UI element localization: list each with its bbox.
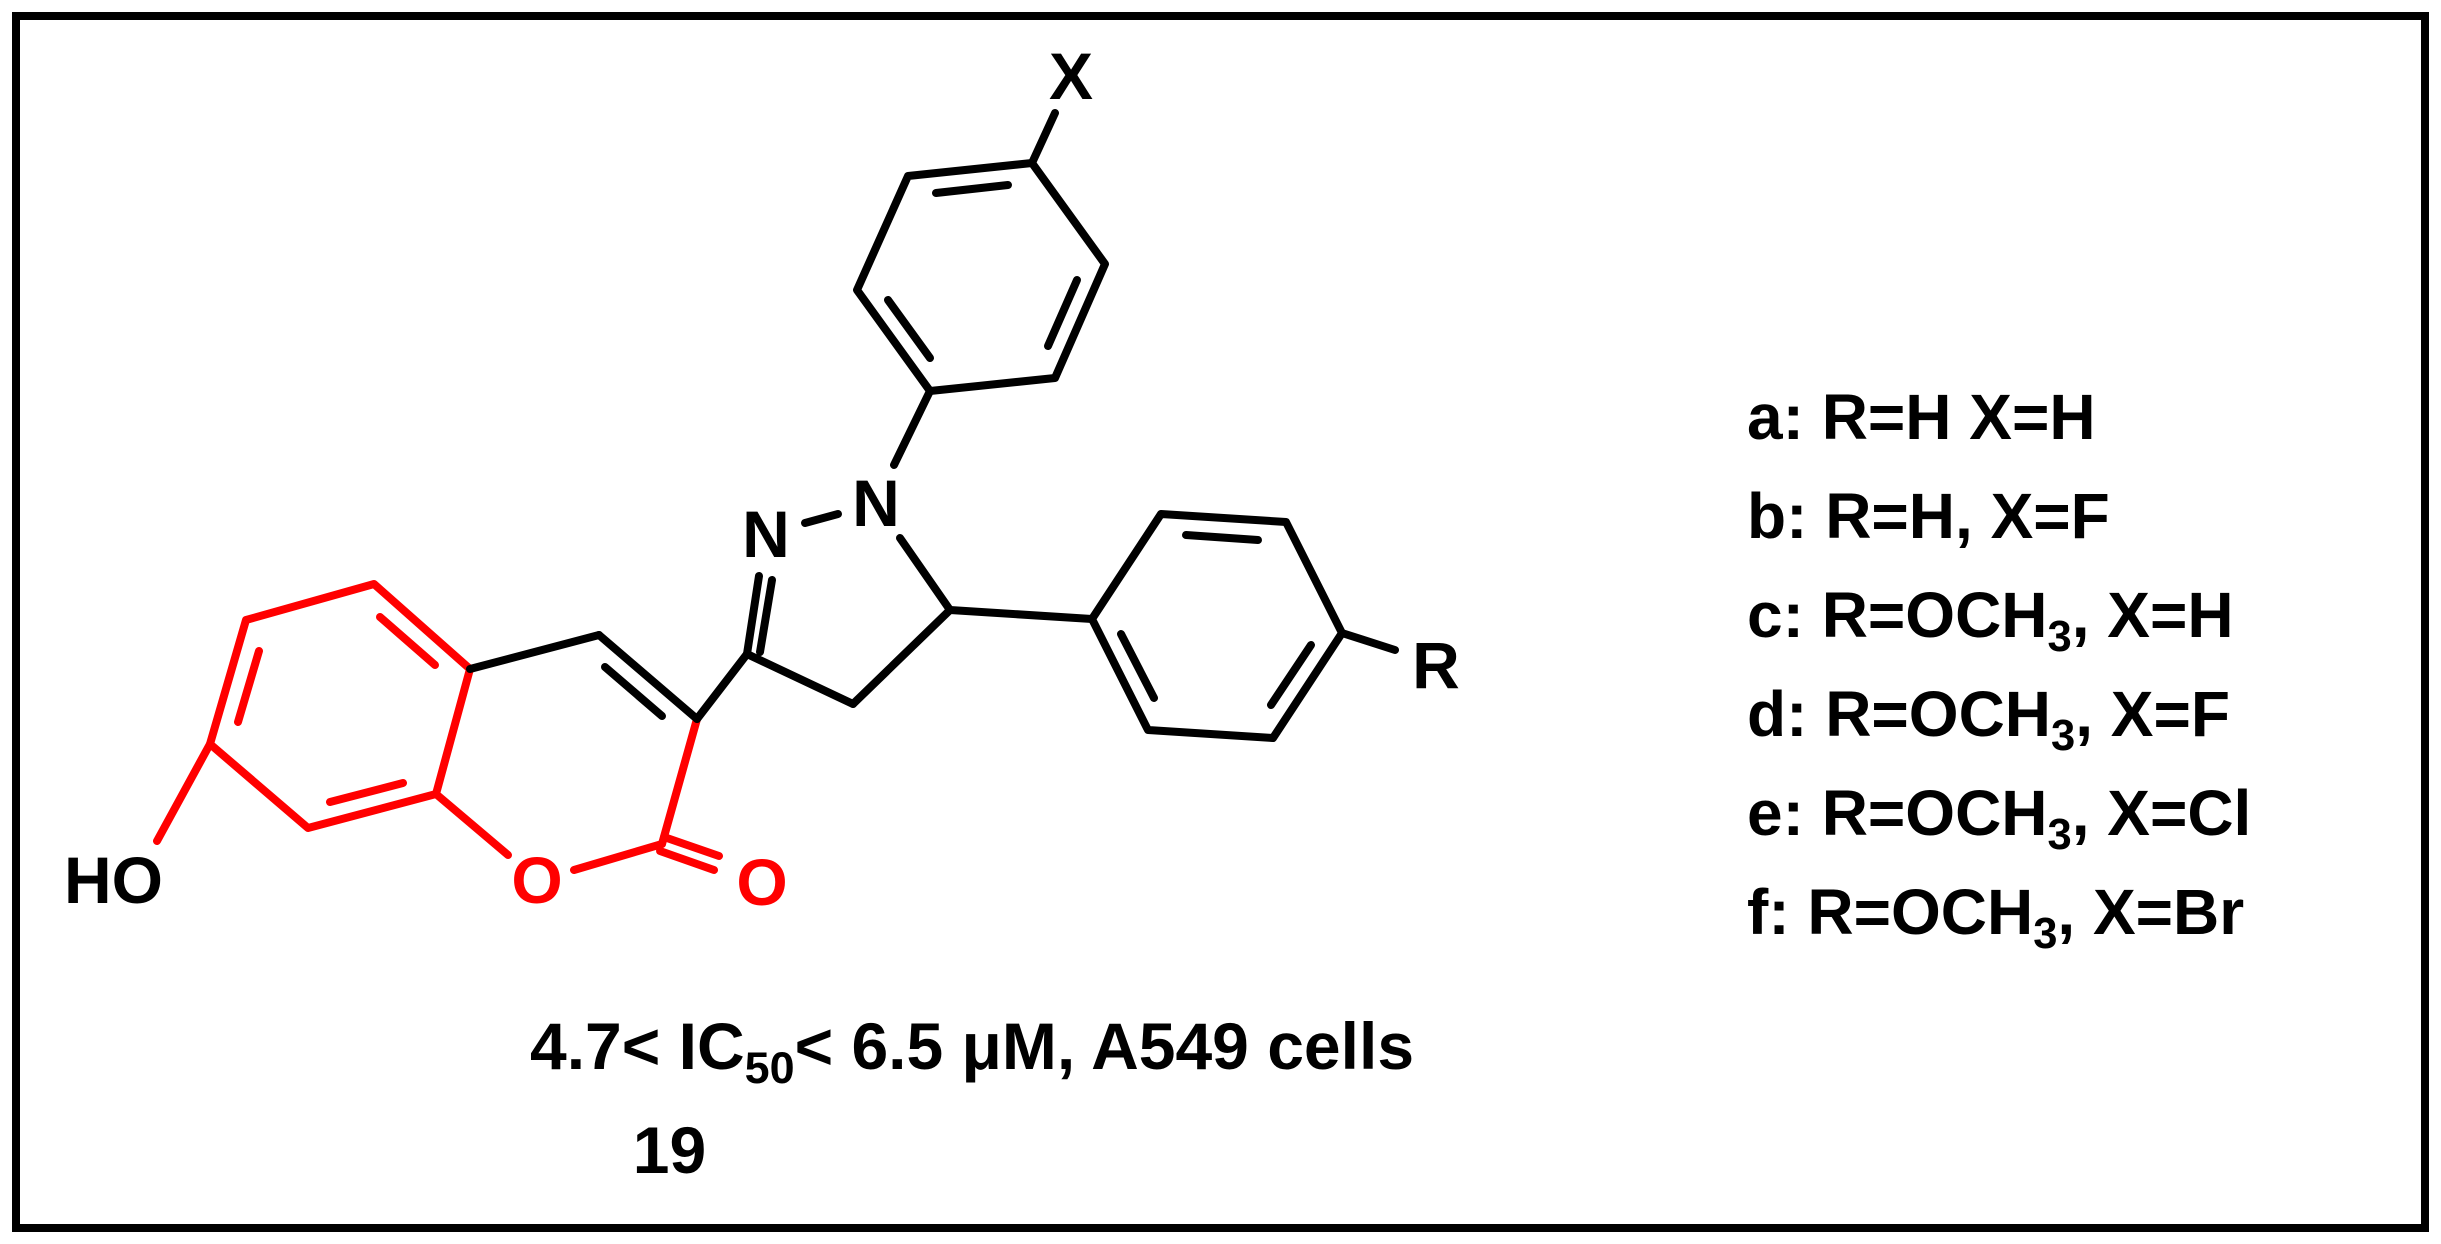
- legend-text: f: R=OCH: [1747, 876, 2034, 948]
- double-bond-inner: [1117, 630, 1158, 702]
- legend-subscript: 3: [2047, 810, 2072, 859]
- lactone-bond: [658, 715, 701, 848]
- ring-oxygen-label: O: [511, 843, 562, 917]
- substituent-x-label: X: [1049, 39, 1093, 113]
- r-substituent-bond: [1338, 629, 1399, 654]
- figure-border: [12, 12, 2429, 1232]
- carbonyl-double-bond: [656, 847, 718, 874]
- legend-text-post: , X=H: [2071, 579, 2234, 651]
- compound-number: 19: [632, 1113, 707, 1187]
- phenyl-r-ring: [1088, 510, 1346, 742]
- legend-text: b: R=H, X=F: [1747, 480, 2110, 552]
- substituent-r-label: R: [1412, 628, 1460, 702]
- legend-text: a: R=H X=H: [1747, 381, 2096, 453]
- double-bond-inner: [884, 296, 934, 362]
- double-bond-inner: [1267, 641, 1315, 709]
- coumarin-c4-c3-bond: [595, 631, 701, 723]
- legend-item-c: c: R=OCH3, X=H: [1747, 566, 2251, 665]
- legend-text-post: , X=Cl: [2071, 777, 2252, 849]
- legend-item-d: d: R=OCH3, X=F: [1747, 665, 2251, 764]
- legend-item-f: f: R=OCH3, X=Br: [1747, 863, 2251, 962]
- double-bond-inner: [932, 181, 1012, 197]
- legend-subscript: 3: [2047, 612, 2072, 661]
- pyrazoline-and-aryl-bonds: [466, 109, 1399, 742]
- legend-item-e: e: R=OCH3, X=Cl: [1747, 764, 2251, 863]
- activity-post: < 6.5 μM, A549 cells: [794, 1009, 1415, 1083]
- activity-text: 4.7< IC50< 6.5 μM, A549 cells: [530, 1008, 1414, 1094]
- legend-text: d: R=OCH: [1747, 678, 2051, 750]
- pyrazoline-c3-n2-bond: [743, 572, 763, 658]
- pyrazoline-n1-label: N: [852, 466, 900, 540]
- coumarin-c4a-c4-bond: [466, 631, 603, 673]
- x-substituent-bond: [1028, 109, 1059, 167]
- hydroxyl-label: HO: [64, 843, 163, 917]
- double-bond-inner: [1182, 531, 1262, 544]
- legend-subscript: 3: [2033, 909, 2058, 958]
- double-bond-inner: [234, 647, 263, 726]
- hydroxyl-bond: [153, 740, 214, 845]
- coumarin-benzene-ring: [206, 580, 474, 832]
- activity-pre: 4.7< IC: [530, 1009, 745, 1083]
- lactone-bond: [570, 840, 666, 874]
- pyrazoline-c5-c4-bond: [849, 606, 954, 708]
- double-bond-inner: [1044, 276, 1081, 350]
- coumarin-scaffold: [153, 580, 723, 874]
- linker-bond: [693, 650, 751, 723]
- double-bond-inner: [326, 779, 407, 806]
- pyrazoline-c4-c3-bond: [743, 650, 857, 708]
- legend-item-a: a: R=H X=H: [1747, 368, 2251, 467]
- legend-text: c: R=OCH: [1747, 579, 2048, 651]
- pyrazoline-n-n-bond: [801, 510, 842, 527]
- legend-text: e: R=OCH: [1747, 777, 2048, 849]
- lactone-bond: [432, 790, 512, 859]
- legend-subscript: 3: [2051, 711, 2076, 760]
- legend-text-post: , X=F: [2075, 678, 2230, 750]
- c5-aryl-bond: [946, 606, 1096, 623]
- n1-aryl-bond: [890, 387, 934, 469]
- pyrazoline-n1-c5-bond: [896, 534, 954, 614]
- substituent-legend: a: R=H X=H b: R=H, X=F c: R=OCH3, X=H d:…: [1747, 368, 2251, 962]
- double-bond-inner: [376, 613, 439, 669]
- double-bond-inner: [601, 663, 666, 720]
- phenyl-x-ring: [853, 159, 1109, 395]
- carbonyl-double-bond: [660, 833, 723, 860]
- double-bond-inner: [756, 576, 776, 656]
- legend-text-post: , X=Br: [2057, 876, 2245, 948]
- legend-item-b: b: R=H, X=F: [1747, 467, 2251, 566]
- activity-subscript: 50: [744, 1042, 795, 1094]
- pyrazoline-n2-label: N: [742, 497, 790, 571]
- carbonyl-oxygen-label: O: [736, 845, 787, 919]
